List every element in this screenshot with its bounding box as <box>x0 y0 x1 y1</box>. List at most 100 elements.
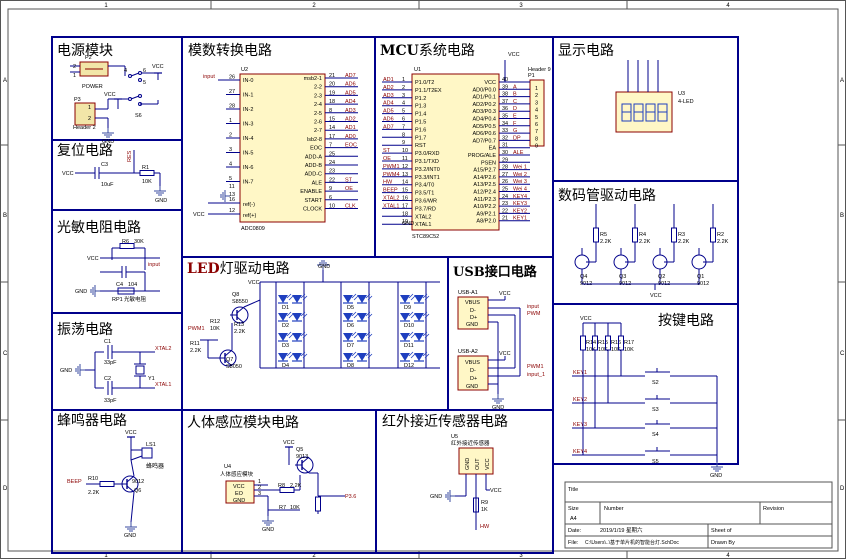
adc-right-pin-num: 23 <box>329 169 335 175</box>
adc-right-pin-num: 20 <box>329 82 335 88</box>
mcu-right-pin-num: 40 <box>502 77 508 83</box>
adc-right-pin-num: 17 <box>329 134 335 140</box>
adc-left-pin-num: 5 <box>229 176 232 182</box>
row-b-right: B <box>840 213 844 219</box>
pir-p36: P3.6 <box>345 494 356 500</box>
mcu-right-pin-num: 33 <box>502 128 508 134</box>
led-ref: D9 <box>404 305 411 311</box>
ir-r9: R9 <box>481 500 488 506</box>
mcu-right-pin-num: 22 <box>502 208 508 214</box>
adc-right-pin-num: 9 <box>329 186 332 192</box>
seg-transistor-label: Q1 <box>697 274 704 280</box>
usb1-dminus: D- <box>470 308 476 314</box>
adc-right-pin-name: CLOCK <box>303 207 322 213</box>
usb-vcc2: VCC <box>499 351 511 357</box>
mcu-net-label: XTAL1 <box>383 203 399 209</box>
row-d-right: D <box>840 486 845 492</box>
mcu-right-pin-name: VCC <box>484 80 496 86</box>
display-part: 4-LED <box>678 99 694 105</box>
led-r12: R12 <box>210 319 220 325</box>
title-adc: 模数转换电路 <box>188 42 272 59</box>
usb2-dminus: D- <box>470 368 476 374</box>
adc-left-pin-name: IN-3 <box>243 122 253 128</box>
ldr-vcc: VCC <box>87 256 99 262</box>
ldr-input: input <box>148 262 160 268</box>
mcu-labels: U1 STC89C52 VCC P1 Header 9 GND <box>402 52 551 240</box>
title-ir: 红外接近传感器电路 <box>382 413 508 430</box>
led-r13: R13 <box>234 322 244 328</box>
tb-size-value: A4 <box>570 516 577 522</box>
title-mcu: MCU系统电路 <box>380 43 475 59</box>
adc-right-pin-num: 19 <box>329 90 335 96</box>
mcu-right-pin-num: 29 <box>502 157 508 163</box>
mcu-left-pin-num: 4 <box>402 101 405 107</box>
adc-right-pin-name: ALE <box>312 180 323 186</box>
keys-circuit: VCCR1410KR1510KR1610KR1710KKEY1S2KEY2S3K… <box>572 316 724 479</box>
power-sw-4: 4 <box>124 68 127 74</box>
adc-left-pin-num: 1 <box>229 118 232 124</box>
ldr-circuit <box>90 243 160 298</box>
led-icon <box>277 351 294 362</box>
pir-q5-value: 9013 <box>296 454 308 460</box>
adc-u2: U2 <box>241 67 248 73</box>
usb2-dplus: D+ <box>470 376 477 382</box>
tb-date-value: 2019/1/19 星期六 <box>600 526 643 534</box>
row-c-left: C <box>3 351 8 357</box>
led-icon <box>291 331 308 342</box>
key-resistor-label: R17 <box>624 340 634 346</box>
title-seg-drive: 数码管驱动电路 <box>558 188 656 204</box>
mcu-left-pin-name: P3.3/INT1 <box>415 175 440 181</box>
mcu-header-pin: 8 <box>535 136 538 142</box>
usb-vcc1: VCC <box>499 291 511 297</box>
display-circuit <box>615 60 673 133</box>
ir-labels: U5 红外接近传感器 GND OUT VCC VCC R9 1K HW GND <box>430 434 502 530</box>
key-net: KEY3 <box>573 422 587 428</box>
seg-res-label: R5 <box>600 232 607 238</box>
osc-circuit <box>75 345 155 395</box>
adc-pin-11: 11 <box>229 184 235 190</box>
mcu-right-pin-name: AD3/P0.3 <box>472 109 496 115</box>
col-1-bottom: 1 <box>104 553 108 559</box>
adc-right-pin-name: 2-5 <box>314 111 322 117</box>
mcu-net-label: B <box>513 92 517 98</box>
key-resistor-label: R15 <box>598 340 608 346</box>
adc-left-pin-num: 27 <box>229 89 235 95</box>
ldr-labels: VCC R6 30K C4 104 RP1 光敏电阻 input GND <box>75 239 160 303</box>
buzzer-gnd: GND <box>124 533 136 539</box>
key-switch-label: S4 <box>652 432 659 438</box>
buzzer-beep: BEEP <box>67 479 82 485</box>
adc-left-pin-num: 2 <box>229 133 232 139</box>
ir-r9-value: 1K <box>481 507 488 513</box>
mcu-left-pin-num: 1 <box>402 77 405 83</box>
title-block: Title Size A4 Number Revision Date: 2019… <box>564 481 833 549</box>
adc-left-pin-name: IN-5 <box>243 151 253 157</box>
led-icon <box>413 331 430 342</box>
adc-net-label: AD6 <box>345 82 356 88</box>
mcu-left-pin-num: 16 <box>402 196 408 202</box>
mcu-net-label: AD4 <box>383 101 394 107</box>
seg-transistor-label: Q3 <box>619 274 626 280</box>
led-q8-value: S8550 <box>232 299 248 305</box>
adc-net-label: EOC <box>345 143 357 149</box>
tb-file-label: File: <box>568 540 579 546</box>
mcu-right-pin-name: A12/P2.4 <box>473 190 496 196</box>
adc-right-pin-name: 2-4 <box>314 102 322 108</box>
tb-drawn-label: Drawn By <box>711 540 735 546</box>
usb1-gnd: GND <box>466 322 478 328</box>
mcu-right-pin-num: 32 <box>502 135 508 141</box>
mcu-right-pin-num: 39 <box>502 84 508 90</box>
mcu-left-pin-num: 12 <box>402 164 408 170</box>
row-b-left: B <box>3 213 7 219</box>
key-gnd: GND <box>710 473 722 479</box>
mcu-left-pin-name: P1.6 <box>415 127 426 133</box>
mcu-left-pin-name: P1.0/T2 <box>415 80 434 86</box>
led-ref: D11 <box>404 343 414 349</box>
display-u3: U3 <box>678 91 685 97</box>
pir-labels: VCC Q5 9013 U4 人体感应模块 VCC EO GND 1 2 3 R… <box>220 440 356 533</box>
ir-pin-gnd: GND <box>465 458 471 470</box>
col-2-top: 2 <box>312 3 316 9</box>
led-ref: D10 <box>404 323 414 329</box>
mcu-right-pin-num: 25 <box>502 187 508 193</box>
adc-left-pin-name: IN-2 <box>243 107 253 113</box>
